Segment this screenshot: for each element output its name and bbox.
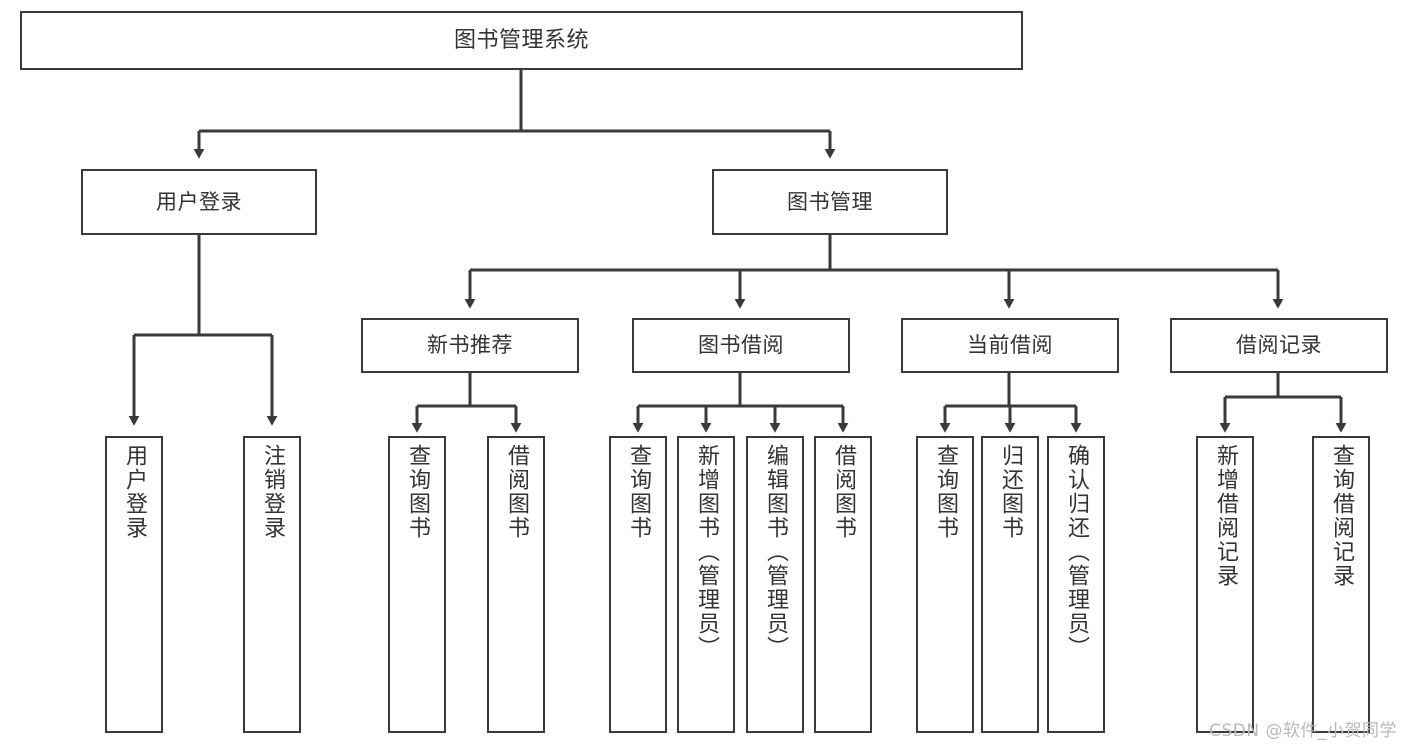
leaf-book-borrow-edit-book-admin[interactable]: 编辑图书（管理员） (746, 436, 804, 733)
node-current-borrow[interactable]: 当前借阅 (901, 318, 1119, 373)
node-label: 查询图书 (933, 444, 958, 540)
node-label: 归还图书 (998, 444, 1023, 540)
node-label: 用户登录 (122, 444, 147, 540)
leaf-current-borrow-return-book[interactable]: 归还图书 (981, 436, 1039, 733)
node-label: 新增借阅记录 (1213, 444, 1238, 588)
node-new-book-recommend[interactable]: 新书推荐 (361, 318, 579, 373)
leaf-user-login-logout[interactable]: 注销登录 (243, 436, 301, 733)
node-label: 编辑图书（管理员） (763, 444, 788, 660)
node-label: 用户登录 (156, 189, 242, 214)
node-label: 当前借阅 (967, 333, 1053, 358)
leaf-borrow-record-query-record[interactable]: 查询借阅记录 (1312, 436, 1370, 733)
node-label: 图书借阅 (698, 333, 784, 358)
node-label: 注销登录 (260, 444, 285, 540)
leaf-user-login-login[interactable]: 用户登录 (105, 436, 163, 733)
leaf-book-borrow-query-book[interactable]: 查询图书 (609, 436, 667, 733)
leaf-book-borrow-borrow-book[interactable]: 借阅图书 (814, 436, 872, 733)
leaf-current-borrow-query-book[interactable]: 查询图书 (916, 436, 974, 733)
node-label: 图书管理 (787, 189, 873, 214)
node-label: 新增图书（管理员） (694, 444, 719, 660)
csdn-watermark: CSDN @软件_小贺同学 (1209, 721, 1397, 741)
leaf-new-book-query-book[interactable]: 查询图书 (388, 436, 446, 733)
leaf-new-book-borrow-book[interactable]: 借阅图书 (487, 436, 545, 733)
node-root-book-management-system[interactable]: 图书管理系统 (20, 11, 1023, 70)
node-borrow-record[interactable]: 借阅记录 (1170, 318, 1388, 373)
node-label: 查询图书 (626, 444, 651, 540)
node-book-borrow[interactable]: 图书借阅 (632, 318, 850, 373)
node-label: 新书推荐 (427, 333, 513, 358)
node-label: 借阅图书 (831, 444, 856, 540)
node-label: 确认归还（管理员） (1064, 444, 1089, 660)
node-label: 借阅图书 (504, 444, 529, 540)
node-book-management[interactable]: 图书管理 (712, 169, 948, 235)
node-user-login[interactable]: 用户登录 (81, 169, 317, 235)
node-label: 借阅记录 (1236, 333, 1322, 358)
leaf-current-borrow-confirm-return-admin[interactable]: 确认归还（管理员） (1047, 436, 1105, 733)
leaf-book-borrow-add-book-admin[interactable]: 新增图书（管理员） (677, 436, 735, 733)
node-label: 图书管理系统 (453, 27, 589, 53)
node-label: 查询借阅记录 (1329, 444, 1354, 588)
leaf-borrow-record-add-record[interactable]: 新增借阅记录 (1196, 436, 1254, 733)
node-label: 查询图书 (405, 444, 430, 540)
